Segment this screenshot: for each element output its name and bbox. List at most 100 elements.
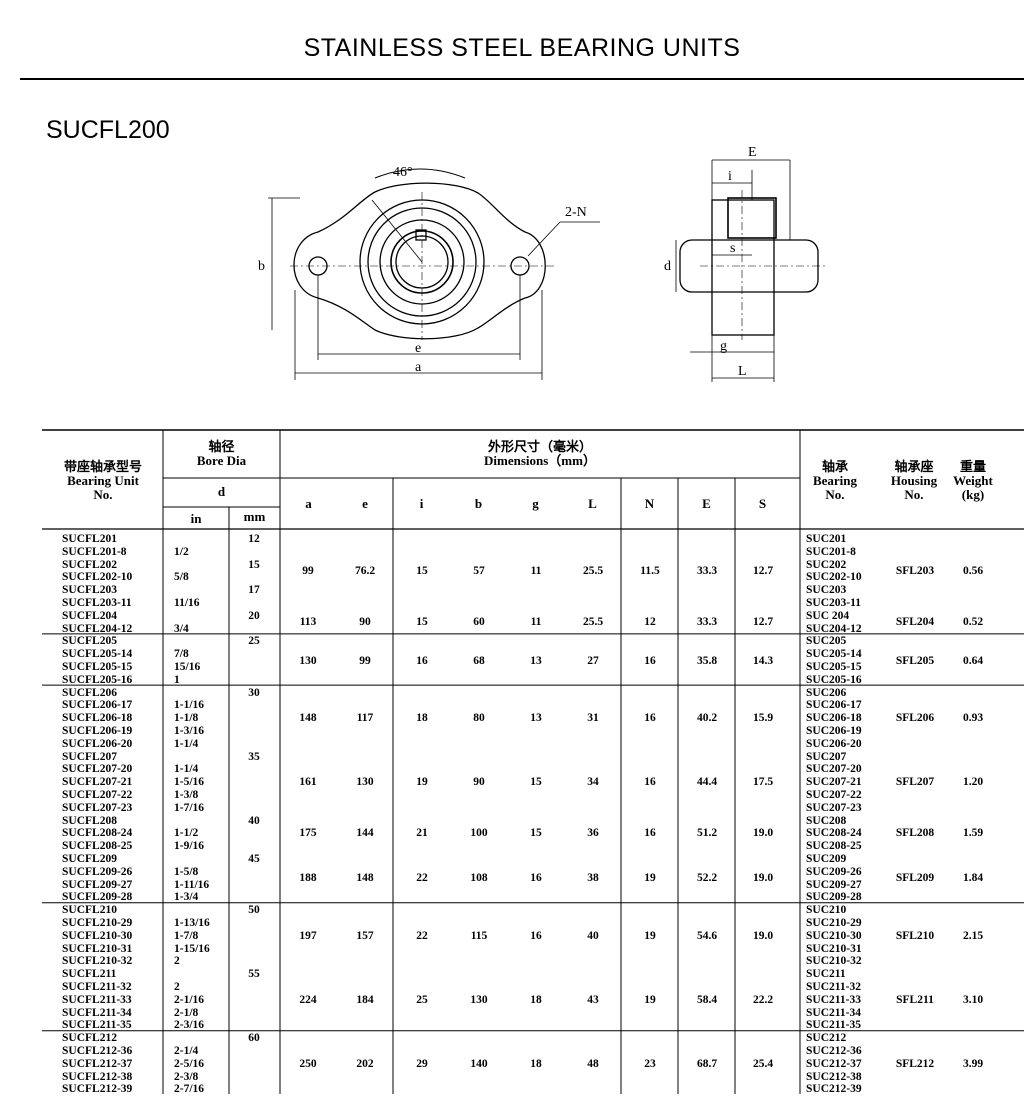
unit-number: SUCFL205-15 bbox=[62, 661, 133, 673]
dim-housing: SFL205 bbox=[895, 654, 935, 667]
bore-inch: 1-5/16 bbox=[174, 776, 205, 789]
dim-b: 80 bbox=[473, 712, 485, 725]
dim-n: 19 bbox=[644, 872, 656, 885]
dim-e: 148 bbox=[356, 872, 374, 885]
bore-inch: 2-3/8 bbox=[174, 1070, 199, 1083]
bore-mm: 20 bbox=[248, 609, 260, 622]
bore-mm: 25 bbox=[248, 635, 260, 648]
dim-l: 40 bbox=[587, 929, 599, 942]
unit-number: SUCFL209-27 bbox=[62, 878, 133, 891]
dim-d-label: d bbox=[664, 259, 671, 274]
unit-number: SUCFL206-20 bbox=[62, 737, 133, 750]
bearing-number: SUC211-34 bbox=[806, 1006, 861, 1019]
dim-g: 16 bbox=[530, 929, 542, 942]
bearing-number: SUC204-12 bbox=[806, 622, 862, 635]
hole-label: 2-N bbox=[565, 205, 587, 220]
unit-number: SUCFL202 bbox=[62, 558, 117, 571]
dim-housing: SFL211 bbox=[896, 993, 934, 1006]
dim-g: 11 bbox=[530, 616, 542, 629]
bearing-number: SUC212-36 bbox=[806, 1045, 862, 1057]
dim-e: 117 bbox=[356, 712, 374, 725]
bearing-number: SUC207 bbox=[806, 750, 847, 763]
bore-inch: 11/16 bbox=[174, 597, 200, 609]
dim-s: 25.4 bbox=[752, 1057, 774, 1070]
bore-inch: 1-3/8 bbox=[174, 789, 199, 801]
unit-number: SUCFL210-29 bbox=[62, 917, 133, 929]
dim-weight: 0.56 bbox=[962, 565, 984, 577]
bearing-number: SUC205-16 bbox=[806, 673, 862, 686]
dim-a: 175 bbox=[299, 827, 317, 840]
model-title: SUCFL200 bbox=[46, 116, 170, 144]
header-E: E bbox=[702, 496, 711, 511]
bearing-number: SUC211 bbox=[806, 968, 846, 981]
unit-number: SUCFL203 bbox=[62, 584, 117, 597]
unit-number: SUCFL204-12 bbox=[62, 622, 133, 635]
bore-inch: 2-7/16 bbox=[174, 1083, 205, 1096]
bearing-number: SUC205-14 bbox=[806, 648, 862, 661]
dim-weight: 3.99 bbox=[962, 1057, 984, 1070]
dim-housing: SFL210 bbox=[895, 929, 935, 942]
unit-number: SUCFL211-35 bbox=[62, 1019, 132, 1032]
dim-i: 22 bbox=[416, 929, 428, 942]
unit-number: SUCFL209-28 bbox=[62, 891, 133, 904]
bore-mm: 35 bbox=[248, 750, 260, 763]
bearing-number: SUC210 bbox=[806, 904, 847, 917]
bore-inch: 1-1/16 bbox=[174, 699, 205, 712]
unit-number: SUCFL207-20 bbox=[62, 763, 133, 776]
unit-number: SUCFL207-22 bbox=[62, 789, 133, 801]
unit-number: SUCFL211-32 bbox=[62, 981, 132, 993]
bore-inch: 1-5/8 bbox=[174, 865, 199, 878]
dim-e: 76.2 bbox=[354, 565, 376, 577]
header-N: N bbox=[644, 496, 655, 511]
page-title: STAINLESS STEEL BEARING UNITS bbox=[303, 34, 741, 62]
bore-inch: 1-7/8 bbox=[174, 929, 199, 942]
bore-inch: 7/8 bbox=[174, 648, 189, 661]
dim-n: 16 bbox=[644, 654, 656, 667]
dim-s: 22.2 bbox=[752, 993, 774, 1006]
unit-number: SUCFL212-39 bbox=[62, 1083, 133, 1096]
dim-weight: 1.20 bbox=[962, 776, 984, 789]
bearing-number: SUC209-28 bbox=[806, 891, 862, 904]
header-L: L bbox=[588, 496, 597, 511]
unit-number: SUCFL207-21 bbox=[62, 776, 133, 789]
dim-housing: SFL208 bbox=[895, 827, 935, 840]
unit-number: SUCFL211 bbox=[62, 968, 117, 981]
bearing-number: SUC210-30 bbox=[806, 929, 862, 942]
bearing-number: SUC201-8 bbox=[806, 545, 856, 558]
bore-inch: 3/4 bbox=[174, 622, 189, 635]
bore-mm: 55 bbox=[248, 968, 260, 981]
bore-inch: 2 bbox=[174, 981, 180, 993]
dim-b: 140 bbox=[470, 1057, 488, 1070]
dim-a: 130 bbox=[299, 654, 317, 667]
bearing-number: SUC212-38 bbox=[806, 1070, 862, 1083]
bearing-number: SUC202-10 bbox=[806, 571, 862, 584]
dim-housing: SFL203 bbox=[895, 565, 935, 577]
dim-housing: SFL212 bbox=[895, 1057, 935, 1070]
bearing-number: SUC202 bbox=[806, 558, 847, 571]
bearing-number: SUC206-17 bbox=[806, 699, 862, 712]
bore-mm: 45 bbox=[248, 853, 260, 865]
header-d: d bbox=[217, 484, 226, 499]
bore-inch: 2-1/16 bbox=[174, 993, 205, 1006]
bearing-number: SUC207-21 bbox=[806, 776, 862, 789]
dim-a: 148 bbox=[299, 712, 317, 725]
dim-a: 250 bbox=[299, 1057, 317, 1070]
unit-number: SUCFL203-11 bbox=[62, 597, 132, 609]
bearing-number: SUC210-31 bbox=[806, 942, 862, 955]
bearing-number: SUC209-27 bbox=[806, 878, 862, 891]
bearing-number: SUC203-11 bbox=[806, 597, 861, 609]
unit-number: SUCFL208-25 bbox=[62, 840, 133, 853]
unit-number: SUCFL206-17 bbox=[62, 699, 133, 712]
dim-weight: 0.52 bbox=[962, 616, 984, 629]
dim-housing: SFL206 bbox=[895, 712, 935, 725]
dim-weight: 1.59 bbox=[962, 827, 984, 840]
dim-g: 18 bbox=[530, 1057, 542, 1070]
dim-e: 52.2 bbox=[696, 872, 718, 885]
dim-l: 27 bbox=[587, 654, 599, 667]
dim-l: 25.5 bbox=[582, 565, 604, 577]
unit-number: SUCFL210-31 bbox=[62, 942, 133, 955]
dim-n: 23 bbox=[644, 1057, 656, 1070]
dim-b: 68 bbox=[473, 654, 485, 667]
bearing-number: SUC203 bbox=[806, 584, 847, 597]
dim-l: 38 bbox=[587, 872, 599, 885]
